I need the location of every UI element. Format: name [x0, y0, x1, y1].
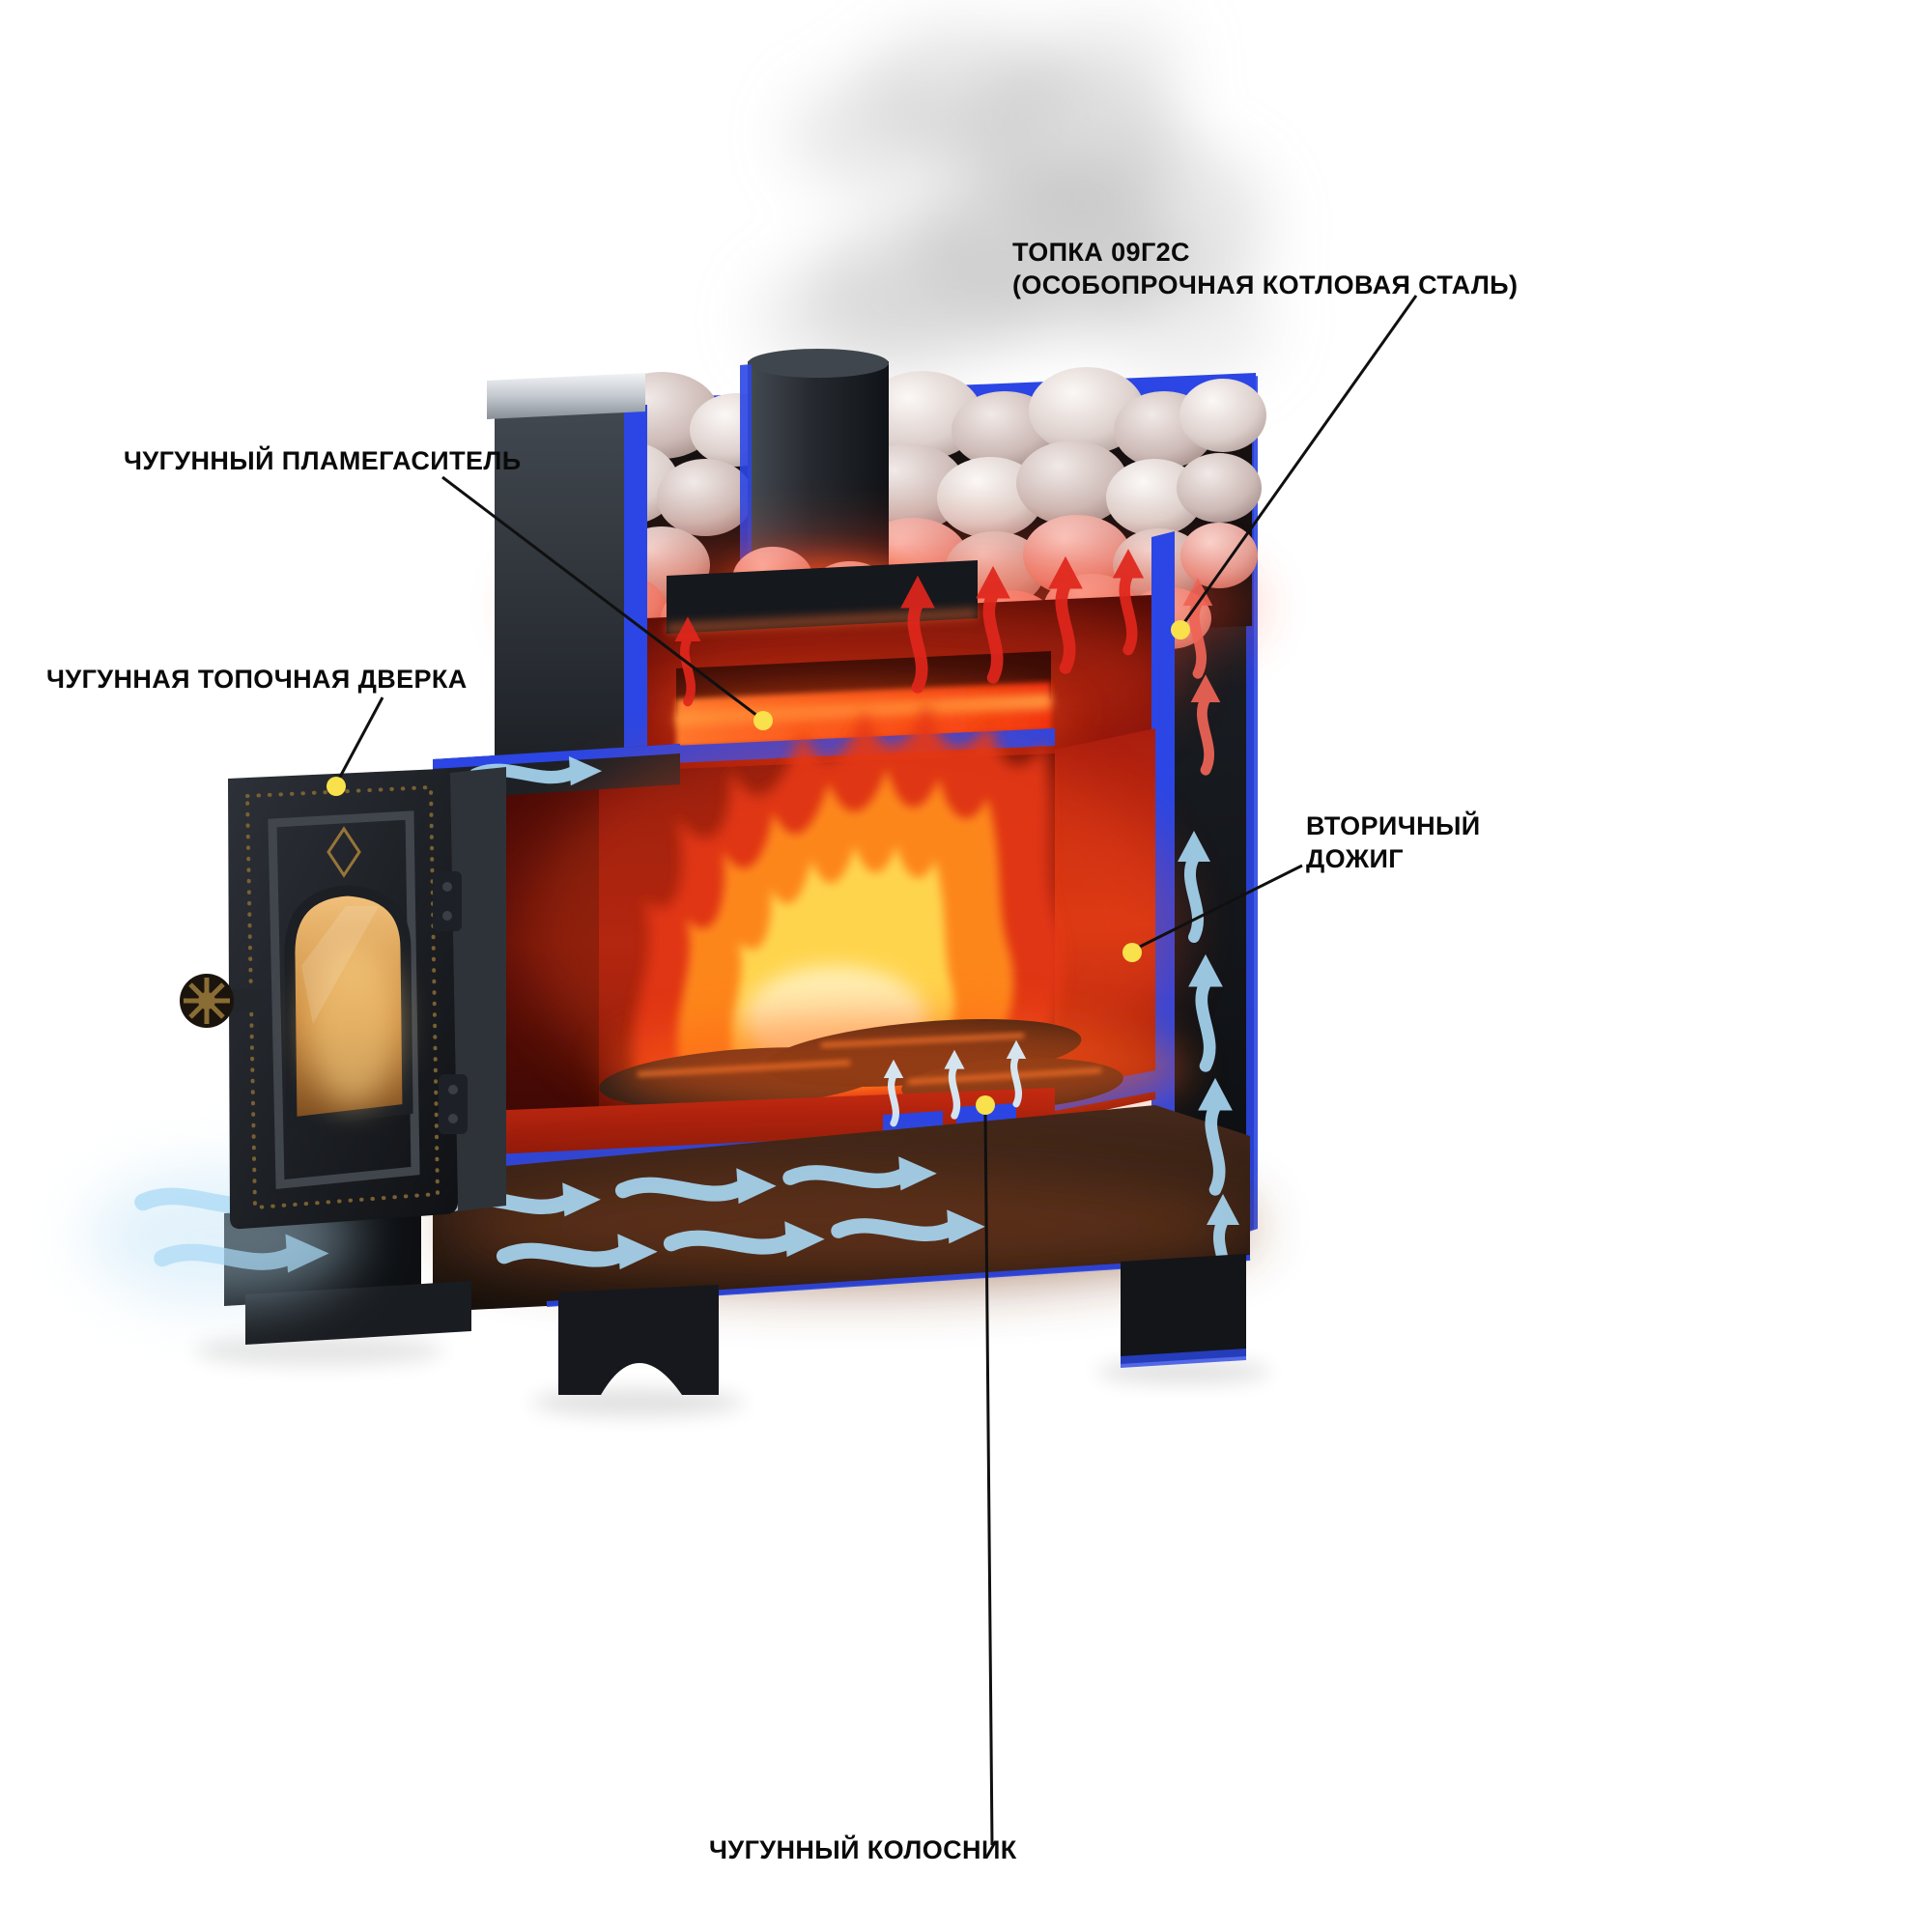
legs [193, 1254, 1270, 1416]
smoke [753, 10, 1275, 386]
marker-dot-firebox-steel [1171, 620, 1190, 639]
chrome-trim [487, 373, 645, 419]
label-furnace-door: ЧУГУННАЯ ТОПОЧНАЯ ДВЕРКА [46, 665, 468, 694]
label-secondary-burn: ВТОРИЧНЫЙ ДОЖИГ [1306, 810, 1481, 875]
door-hinge [433, 871, 462, 931]
furnace-door [180, 767, 506, 1230]
label-firebox-steel-line1: ТОПКА 09Г2С [1012, 238, 1190, 267]
label-grate: ЧУГУННЫЙ КОЛОСНИК [709, 1835, 1017, 1864]
label-firebox-steel: ТОПКА 09Г2С (ОСОБОПРОЧНАЯ КОТЛОВАЯ СТАЛЬ… [1012, 236, 1518, 301]
door-hinge [439, 1074, 468, 1134]
left-column [487, 373, 647, 775]
label-secondary-burn-line2: ДОЖИГ [1306, 844, 1404, 873]
label-flame-damper: ЧУГУННЫЙ ПЛАМЕГАСИТЕЛЬ [124, 446, 522, 475]
marker-dot-grate [976, 1095, 995, 1115]
door-emblem-icon [327, 826, 361, 878]
label-secondary-burn-line1: ВТОРИЧНЫЙ [1306, 811, 1481, 840]
marker-dots [327, 620, 1190, 1115]
label-firebox-steel-line2: (ОСОБОПРОЧНАЯ КОТЛОВАЯ СТАЛЬ) [1012, 270, 1519, 299]
leader-lines [336, 295, 1418, 1846]
marker-dot-secondary-burn [1122, 943, 1142, 962]
marker-dot-flame-damper [753, 711, 773, 730]
marker-dot-furnace-door [327, 777, 346, 796]
door-handle-knob [180, 974, 234, 1028]
door-bead-border [244, 784, 440, 1210]
logs-embers [599, 1014, 1188, 1121]
